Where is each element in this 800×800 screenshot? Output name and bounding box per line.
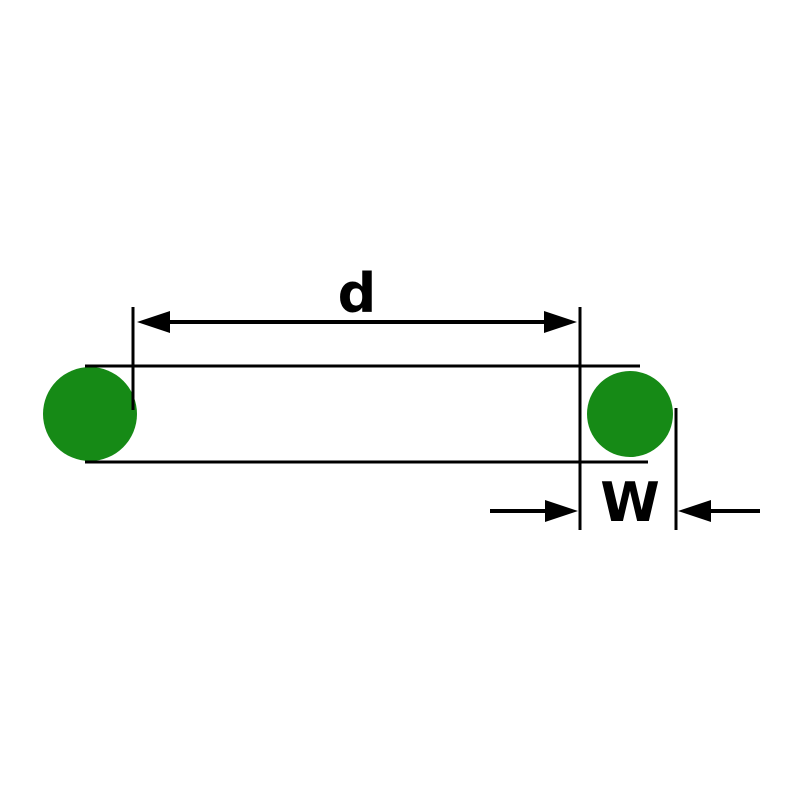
arrowhead-d-left-icon — [137, 311, 170, 333]
oring-cross-section-left — [43, 367, 137, 461]
arrowhead-d-right-icon — [544, 311, 577, 333]
arrowhead-w-right-icon — [678, 500, 711, 522]
cross-section-width-label: W — [600, 471, 660, 534]
arrowhead-w-left-icon — [545, 500, 578, 522]
oring-cross-section-right — [587, 371, 673, 457]
inner-diameter-label: d — [338, 262, 377, 325]
